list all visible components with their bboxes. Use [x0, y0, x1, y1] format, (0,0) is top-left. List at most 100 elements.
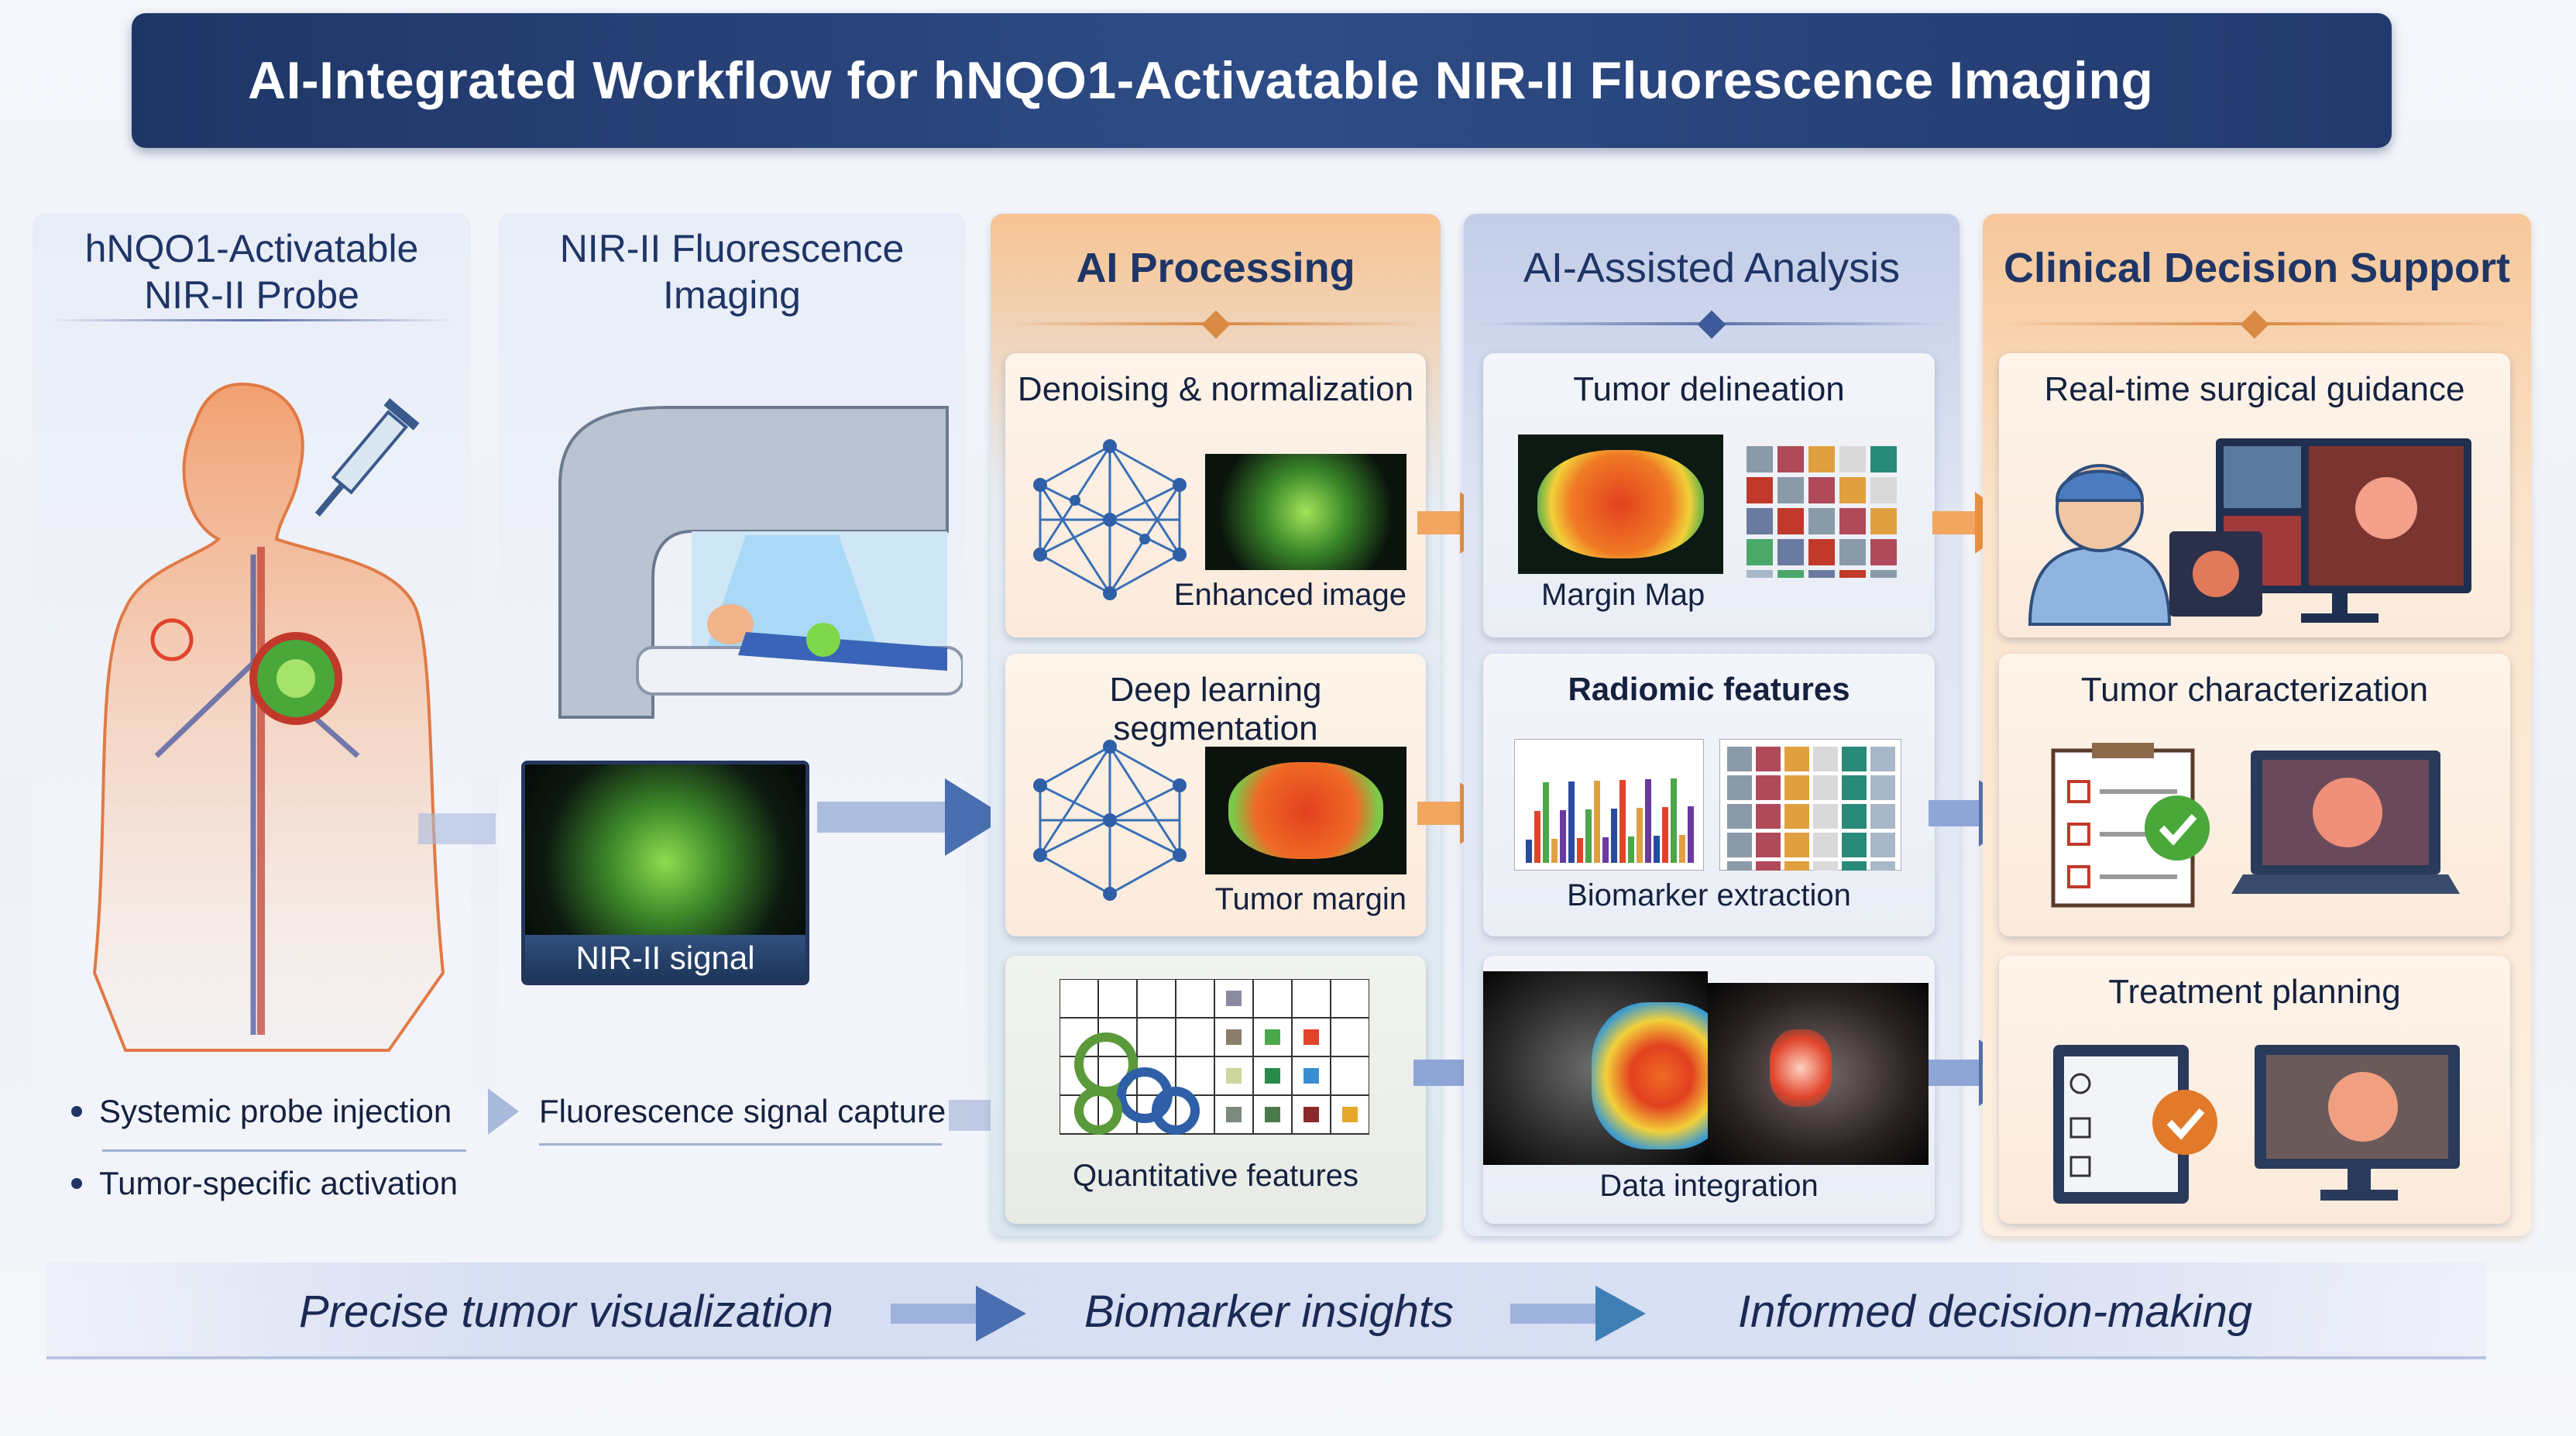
mri-scan-image — [1483, 971, 1708, 1165]
bar — [1577, 838, 1583, 863]
grid-cell — [1842, 861, 1867, 871]
surgeon-monitors-illustration — [2028, 438, 2471, 626]
grid-cell — [1777, 539, 1804, 565]
card-title: Radiomic features — [1568, 671, 1850, 707]
ai-processing-column: AI Processing Denoising & normalization … — [991, 214, 1441, 1236]
grid-cell — [1747, 570, 1773, 578]
bar — [1560, 810, 1566, 863]
grid-cell — [1870, 804, 1895, 829]
bar — [1551, 839, 1558, 863]
bullet-systemic-injection: Systemic probe injection — [71, 1093, 452, 1130]
grid-cell — [1813, 775, 1838, 800]
grid-cell — [1756, 804, 1781, 829]
card-label: Data integration — [1599, 1169, 1819, 1203]
card-treatment-planning: Treatment planning — [1999, 956, 2510, 1224]
margin-map-image — [1518, 435, 1723, 574]
radiomic-heatmap — [1719, 739, 1901, 871]
grid-cell — [1777, 477, 1804, 503]
imaging-title-line2: Imaging — [663, 273, 801, 317]
grid-cell — [1813, 747, 1838, 771]
page-title: AI-Integrated Workflow for hNQO1-Activat… — [132, 13, 2392, 148]
bar — [1534, 811, 1540, 863]
grid-cell — [1842, 775, 1867, 800]
grid-cell — [1777, 508, 1804, 534]
bar — [1611, 809, 1617, 863]
grid-cell — [1808, 508, 1835, 534]
grid-cell — [1870, 446, 1897, 472]
card-label: Margin Map — [1541, 578, 1705, 612]
grid-cell — [1784, 833, 1809, 857]
card-label: Quantitative features — [1072, 1159, 1359, 1193]
grid-cell — [1747, 446, 1773, 472]
card-title: Tumor characterization — [2080, 671, 2429, 709]
bullet-tumor-activation: Tumor-specific activation — [71, 1165, 458, 1202]
grid-cell — [1870, 477, 1897, 503]
bar — [1585, 809, 1592, 863]
imaging-title-line1: NIR-II Fluorescence — [559, 227, 905, 270]
grid-cell — [1808, 539, 1835, 565]
fused-scan-image — [1708, 983, 1929, 1165]
card-segmentation: Deep learning segmentation Tumor margin — [1005, 654, 1426, 936]
bar — [1637, 808, 1643, 863]
card-radiomic-features: Radiomic features Biomarker extraction — [1483, 654, 1935, 936]
grid-cell — [1813, 804, 1838, 829]
grid-cell — [1756, 775, 1781, 800]
grid-cell — [1727, 861, 1752, 871]
arrow-imaging-to-ai — [817, 778, 1007, 856]
grid-cell — [1842, 833, 1867, 857]
card-surgical-guidance: Real-time surgical guidance — [1999, 353, 2510, 637]
card-data-integration: Data integration — [1483, 956, 1935, 1224]
bar — [1619, 780, 1626, 863]
card-label: Tumor margin — [1214, 882, 1406, 916]
arrow-outcome-2 — [1510, 1286, 1646, 1342]
check-icon — [2152, 1090, 2217, 1155]
arrow-small-chevron — [488, 1088, 519, 1135]
nir-ii-signal-label: NIR-II signal — [525, 935, 805, 981]
feature-grid-icon — [1060, 979, 1369, 1135]
bar — [1671, 778, 1677, 863]
grid-cell — [1839, 508, 1866, 534]
bar — [1526, 840, 1532, 863]
grid-cell — [1756, 747, 1781, 771]
bar — [1602, 837, 1609, 863]
bar — [1662, 807, 1668, 863]
feature-heatmap-grid — [1747, 446, 1897, 578]
plan-tablet-monitor-illustration — [2053, 1045, 2460, 1204]
check-icon — [2145, 795, 2210, 861]
card-tumor-delineation: Tumor delineation Margin Map — [1483, 353, 1935, 637]
arrow-outcome-1 — [891, 1286, 1026, 1342]
bullet-text: Tumor-specific activation — [99, 1165, 458, 1201]
nir-scanner-illustration — [558, 406, 963, 719]
bullet-text: Systemic probe injection — [99, 1093, 452, 1129]
neural-network-icon — [1033, 439, 1187, 600]
grid-cell — [1813, 833, 1838, 857]
card-label: Enhanced image — [1173, 578, 1406, 612]
grid-cell — [1747, 539, 1773, 565]
probe-title-line2: NIR-II Probe — [144, 273, 359, 317]
nir-ii-signal-image: NIR-II signal — [521, 761, 809, 985]
grid-cell — [1813, 861, 1838, 871]
grid-cell — [1727, 775, 1752, 800]
grid-cell — [1777, 570, 1804, 578]
human-body-illustration — [92, 382, 445, 1052]
card-denoising: Denoising & normalization Enhanced image — [1005, 353, 1426, 637]
bar — [1543, 782, 1549, 863]
tumor-margin-image — [1205, 747, 1406, 874]
grid-cell — [1839, 570, 1866, 578]
grid-cell — [1808, 446, 1835, 472]
neural-network-icon — [1033, 740, 1187, 901]
card-label: Biomarker extraction — [1567, 878, 1851, 912]
card-quantitative: Quantitative features — [1005, 956, 1426, 1224]
grid-cell — [1842, 747, 1867, 771]
fluorescence-capture-caption: Fluorescence signal capture — [539, 1093, 946, 1129]
grid-cell — [1777, 446, 1804, 472]
ai-analysis-column: AI-Assisted Analysis Tumor delineation M… — [1464, 214, 1959, 1236]
grid-cell — [1870, 747, 1895, 771]
enhanced-image — [1205, 454, 1406, 570]
bar — [1628, 837, 1634, 863]
bar — [1568, 782, 1575, 863]
card-title: Denoising & normalization — [1017, 370, 1414, 408]
